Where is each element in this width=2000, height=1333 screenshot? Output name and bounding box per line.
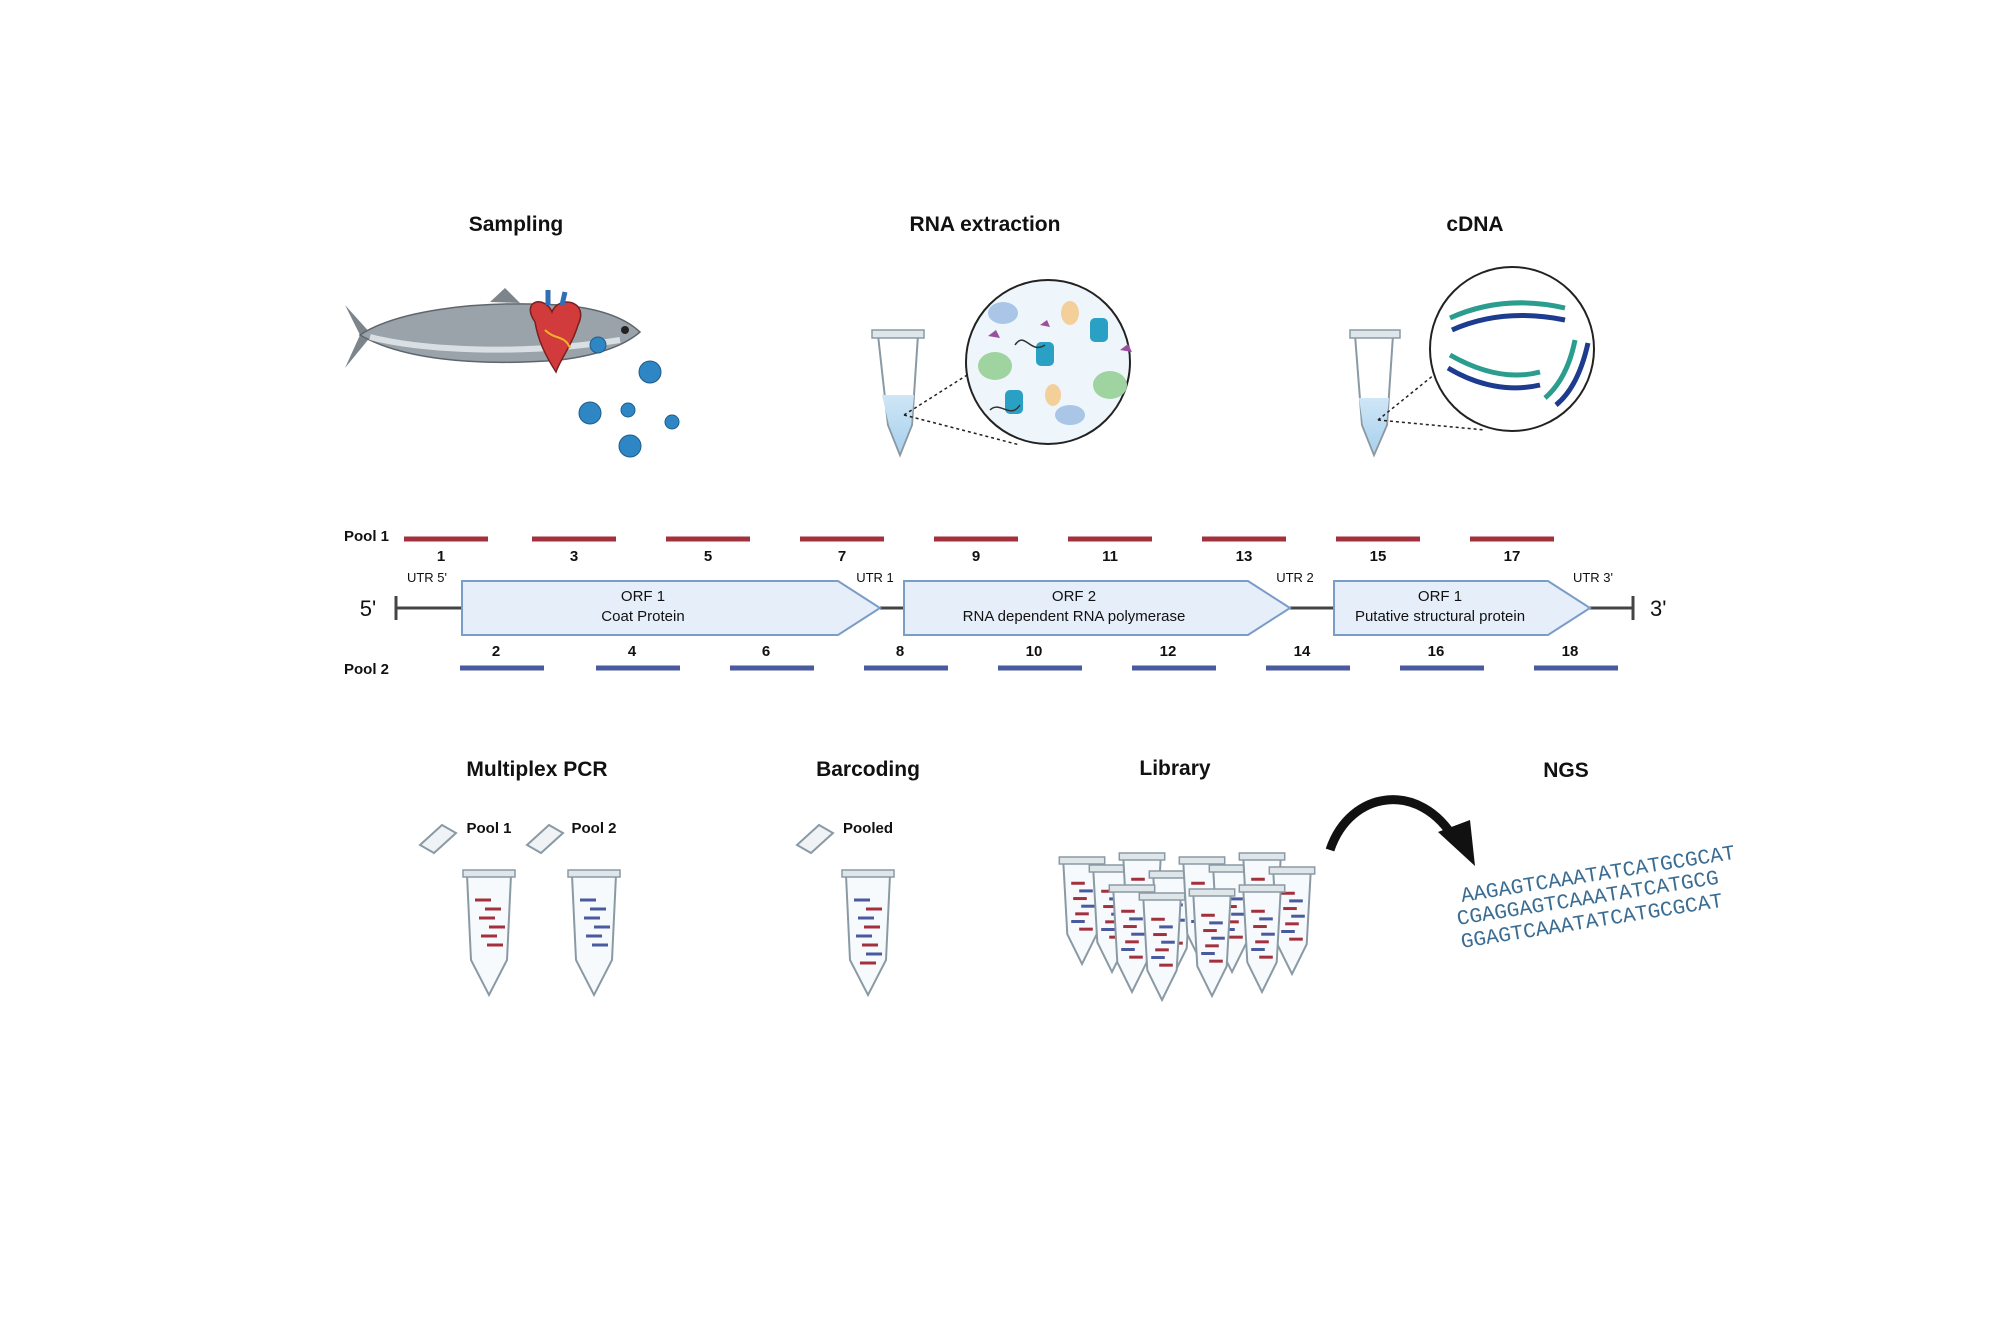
arrowhead-icon (1438, 820, 1475, 866)
orf2-name: ORF 2 (1052, 588, 1096, 605)
pool1-amplicon-number: 13 (1236, 548, 1253, 565)
orf3-desc: Putative structural protein (1355, 608, 1525, 625)
five-prime-label: 5' (360, 596, 376, 621)
heart-icon (529, 290, 582, 374)
orf3-arrow (1333, 580, 1592, 636)
tube-lid (525, 823, 565, 855)
rna-lysate-circle (965, 279, 1132, 445)
pool1-amplicon-number: 9 (972, 548, 980, 565)
virus-particles (578, 336, 680, 458)
title-cdna: cDNA (1446, 213, 1503, 236)
pool1-amplicon-number: 1 (437, 548, 445, 565)
rna-tube-icon (871, 329, 1021, 458)
utr3-label: UTR 3' (1573, 570, 1613, 585)
title-library: Library (1139, 757, 1211, 780)
barcoding-pooled-label: Pooled (843, 820, 893, 837)
title-rna-extraction: RNA extraction (910, 213, 1061, 236)
barcoding-tube (841, 869, 895, 998)
pool1-amplicon-number: 15 (1370, 548, 1387, 565)
pool2-amplicon-number: 6 (762, 643, 770, 660)
orf3-name: ORF 1 (1418, 588, 1462, 605)
utr1-label: UTR 1 (856, 570, 894, 585)
tube-lid (795, 823, 835, 855)
pool1-amplicon-number: 17 (1504, 548, 1521, 565)
pool2-amplicon-number: 4 (628, 643, 637, 660)
three-prime-label: 3' (1650, 596, 1666, 621)
pool1-amplicon-number: 11 (1102, 548, 1118, 565)
library-tube (1188, 888, 1236, 999)
ngs-reads: AAGAGTCAAATATCATGCGCAT CGAGGAGTCAAATATCA… (1455, 843, 1736, 955)
pool2-amplicon-number: 12 (1160, 643, 1177, 660)
pcr-tubes (418, 823, 1316, 1003)
pool1-label: Pool 1 (344, 528, 389, 545)
pool2-amplicon-number: 14 (1294, 643, 1311, 660)
pcr-pool2-label: Pool 2 (571, 820, 616, 837)
pool2-label: Pool 2 (344, 661, 389, 678)
utr5-label: UTR 5' (407, 570, 447, 585)
library-tube (1138, 892, 1186, 1003)
pcr-tube-pool1 (462, 869, 516, 998)
pool2-amplicon-number: 2 (492, 643, 500, 660)
library-tube (1058, 856, 1106, 967)
orf1-desc: Coat Protein (601, 608, 684, 625)
pool1-amplicon-number: 7 (838, 548, 846, 565)
tube-lid (418, 823, 458, 855)
title-multiplex-pcr: Multiplex PCR (466, 758, 607, 781)
library-tube (1108, 884, 1156, 995)
pool2-amplicon-number: 10 (1026, 643, 1043, 660)
title-barcoding: Barcoding (816, 758, 920, 781)
pool2-amplicon-number: 8 (896, 643, 904, 660)
pool2-amplicons: 2 4 6 8 10 12 14 16 18 (460, 643, 1618, 671)
pool1-amplicon-number: 3 (570, 548, 578, 565)
orf2-desc: RNA dependent RNA polymerase (963, 608, 1186, 625)
orf1-arrow (461, 580, 882, 636)
library-tube (1238, 884, 1286, 995)
pcr-tube-pool2 (567, 869, 621, 998)
title-ngs: NGS (1543, 759, 1589, 782)
cdna-tube-icon (1349, 329, 1486, 458)
curved-arrow-icon (1325, 795, 1459, 852)
pool2-amplicon-number: 16 (1428, 643, 1445, 660)
orf2-arrow (903, 580, 1292, 636)
pcr-pool1-label: Pool 1 (466, 820, 511, 837)
pool2-amplicon-number: 18 (1562, 643, 1579, 660)
fish-illustration (345, 288, 642, 368)
cdna-strands-circle (1429, 266, 1595, 432)
title-sampling: Sampling (469, 213, 564, 236)
orf1-name: ORF 1 (621, 588, 665, 605)
pool1-amplicon-number: 5 (704, 548, 712, 565)
utr2-label: UTR 2 (1276, 570, 1314, 585)
